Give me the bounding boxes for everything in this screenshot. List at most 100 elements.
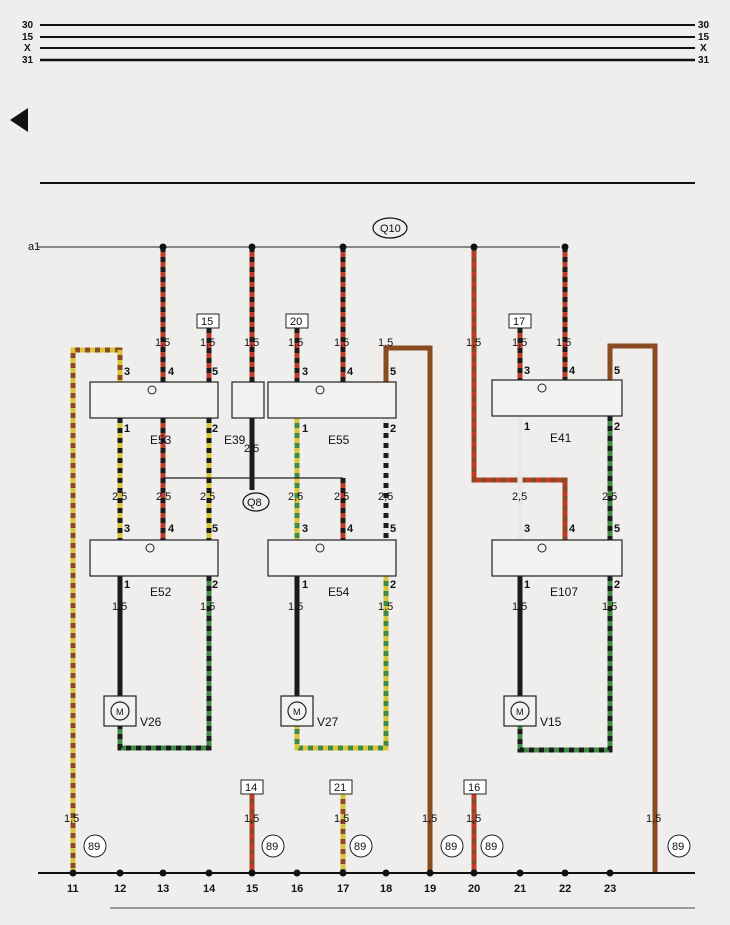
terminal-node-17 [339,869,347,877]
motor-v15[interactable]: M V15 [503,695,562,729]
wire-size-top-1: 1,5 [155,337,170,349]
fuse-20: 20 [285,313,309,329]
ground-ref-label: Q10 [380,223,401,235]
motor-v26[interactable]: M V26 [103,695,162,729]
back-arrow-icon[interactable] [10,108,28,132]
fuse-15-label: 15 [201,316,213,328]
bus-label-15-right: 15 [698,32,710,43]
wire-size-bottom-4: 1,5 [422,813,437,825]
ground-point-4-label: 89 [445,841,457,853]
terminal-node-15 [248,869,256,877]
supply-node-1 [159,243,167,251]
wire-size-mid-3: 2,5 [200,491,215,503]
switch-e41[interactable]: E41 [491,379,623,445]
wire-size-top-9: 1,5 [556,337,571,349]
switch-e53[interactable]: E53 [89,381,219,447]
terminal-node-20 [470,869,478,877]
pin-number-13: 5 [614,365,620,377]
wire-size-top-3: 1,5 [244,337,259,349]
pin-number-16: 3 [124,523,130,535]
ground-point-2-label: 89 [266,841,278,853]
switch-e55[interactable]: E55 [267,381,397,447]
pin-number-22: 4 [347,523,354,535]
switch-e52[interactable]: E52 [89,539,219,599]
terminal-label-18: 18 [380,883,392,895]
wire-size-top-4: 1,5 [288,337,303,349]
motor-v26-symbol: M [116,707,124,717]
ground-point-6-label: 89 [672,841,684,853]
supply-node-4 [470,243,478,251]
switch-e39[interactable]: E39 [224,381,265,447]
pin-number-7: 4 [347,366,354,378]
bus-label-x-left: X [24,43,31,54]
wire-size-top-8: 1,5 [512,337,527,349]
terminal-label-15: 15 [246,883,258,895]
pin-number-11: 3 [524,365,530,377]
pin-number-30: 2 [614,579,620,591]
terminal-node-11 [69,869,77,877]
wire-21-stripe [471,247,568,540]
terminal-node-12 [116,869,124,877]
fuse-14-label: 14 [245,782,257,794]
supply-node-5 [561,243,569,251]
wire-size-mid-2: 2,5 [156,491,171,503]
switch-e54[interactable]: E54 [267,539,397,599]
pin-number-25: 2 [390,579,396,591]
switch-e41-label: E41 [550,431,572,445]
fuse-16-label: 16 [468,782,480,794]
pin-number-26: 3 [524,523,530,535]
ground-point-1: 89 [83,834,107,858]
ground-point-5-label: 89 [485,841,497,853]
bus-label-31-left: 31 [22,55,34,66]
wire-29 [607,343,658,873]
wire-size-bottom-1: 1,5 [64,813,79,825]
wire-size-low-5: 1,5 [512,601,527,613]
wire-size-top-6: 1,5 [378,337,393,349]
fuse-20-label: 20 [290,316,302,328]
motor-v27-label: V27 [317,715,339,729]
terminal-label-13: 13 [157,883,169,895]
ground-point-3-label: 89 [354,841,366,853]
ground-point-4: 89 [440,834,464,858]
wire-size-mid-4: 2,5 [288,491,303,503]
wire-size-bottom-5: 1,5 [466,813,481,825]
bus-label-x-right: X [700,43,707,54]
switch-e107[interactable]: E107 [491,539,623,599]
fuse-21: 21 [329,779,353,795]
terminal-label-23: 23 [604,883,616,895]
motor-v15-symbol: M [516,707,524,717]
terminal-node-13 [159,869,167,877]
terminal-node-18 [382,869,390,877]
ground-ref-circle [372,217,408,239]
bus-lines [40,24,695,184]
terminal-label-17: 17 [337,883,349,895]
junction-ref-circle [242,492,270,512]
wire-size-top-7: 1,5 [466,337,481,349]
wire-size-top-5: 1,5 [334,337,349,349]
pin-number-28: 5 [614,523,620,535]
switch-e52-label: E52 [150,585,172,599]
fuse-16: 16 [463,779,487,795]
motor-v15-label: V15 [540,715,562,729]
pin-number-1: 3 [124,366,130,378]
pin-number-2: 4 [168,366,175,378]
motor-v27[interactable]: M V27 [280,695,339,729]
bus-label-30-left: 30 [22,20,34,31]
motor-v26-label: V26 [140,715,162,729]
wire-size-top-2: 1,5 [200,337,215,349]
bus-labels-left: 30 15 X 31 [22,20,34,66]
terminal-node-23 [606,869,614,877]
terminal-node-21 [516,869,524,877]
pin-number-23: 5 [390,523,396,535]
pin-number-19: 1 [124,579,130,591]
terminal-label-12: 12 [114,883,126,895]
motor-v27-symbol: M [293,707,301,717]
wire-20 [383,345,433,873]
pin-number-12: 4 [569,365,576,377]
wire-size-low-2: 1,5 [200,601,215,613]
pin-number-14: 1 [524,421,530,433]
wire-size-low-3: 1,5 [288,601,303,613]
